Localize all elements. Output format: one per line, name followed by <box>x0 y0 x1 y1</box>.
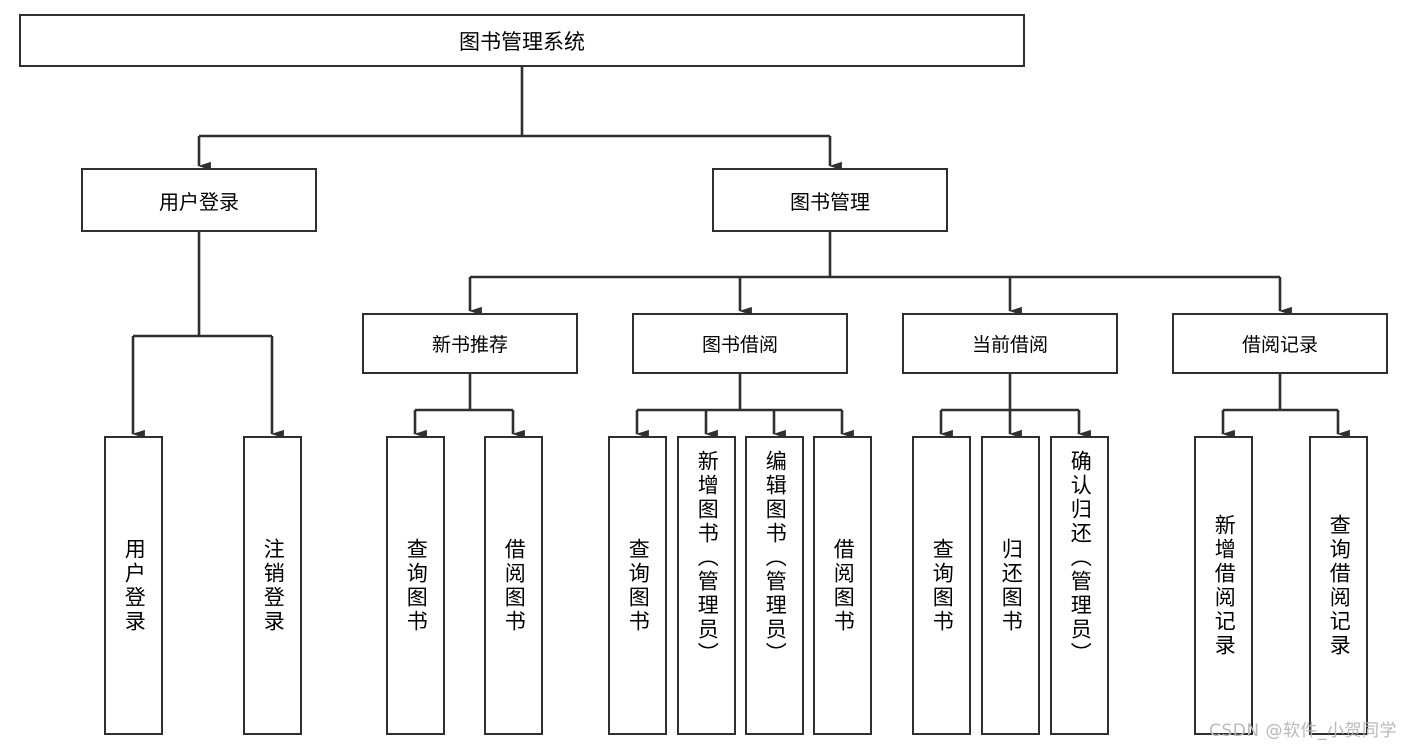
node-label: 借阅图书 <box>831 537 856 634</box>
node-label: 新增图书（管理员） <box>695 450 720 666</box>
leaf-current-return-book[interactable]: 归还图书 <box>981 436 1040 735</box>
leaf-record-add-record[interactable]: 新增借阅记录 <box>1194 436 1253 735</box>
node-label: 用户登录 <box>122 537 147 634</box>
leaf-current-query-book[interactable]: 查询图书 <box>912 436 971 735</box>
node-book-borrow[interactable]: 图书借阅 <box>632 313 848 374</box>
node-user-login[interactable]: 用户登录 <box>81 168 317 232</box>
leaf-borrow-edit-book-admin[interactable]: 编辑图书（管理员） <box>745 436 804 735</box>
node-label: 当前借阅 <box>971 334 1048 356</box>
node-label: 新增借阅记录 <box>1212 513 1237 658</box>
node-label: 注销登录 <box>261 537 286 634</box>
node-new-book-recommend[interactable]: 新书推荐 <box>362 313 578 374</box>
leaf-user-login-login[interactable]: 用户登录 <box>104 436 163 735</box>
node-root-system[interactable]: 图书管理系统 <box>19 14 1025 67</box>
leaf-borrow-query-book[interactable]: 查询图书 <box>608 436 667 735</box>
leaf-borrow-add-book-admin[interactable]: 新增图书（管理员） <box>677 436 736 735</box>
node-label: 用户登录 <box>159 189 239 214</box>
leaf-recommend-query-book[interactable]: 查询图书 <box>386 436 445 735</box>
node-label: 图书管理 <box>790 189 870 214</box>
leaf-borrow-borrow-book[interactable]: 借阅图书 <box>813 436 872 735</box>
node-label: 图书借阅 <box>701 334 778 356</box>
node-label: 查询图书 <box>626 537 651 634</box>
node-label: 新书推荐 <box>431 334 508 356</box>
node-label: 查询借阅记录 <box>1327 513 1352 658</box>
leaf-current-confirm-return-admin[interactable]: 确认归还（管理员） <box>1050 436 1109 735</box>
watermark-text: CSDN @软件_小贺同学 <box>1209 721 1397 741</box>
node-label: 确认归还（管理员） <box>1068 450 1093 666</box>
node-label: 查询图书 <box>404 537 429 634</box>
leaf-recommend-borrow-book[interactable]: 借阅图书 <box>484 436 543 735</box>
node-book-management[interactable]: 图书管理 <box>712 168 948 232</box>
leaf-record-query-record[interactable]: 查询借阅记录 <box>1309 436 1368 735</box>
node-label: 查询图书 <box>930 537 955 634</box>
node-label: 借阅记录 <box>1241 334 1318 356</box>
node-label: 借阅图书 <box>502 537 527 634</box>
node-label: 图书管理系统 <box>459 29 585 54</box>
node-borrow-record[interactable]: 借阅记录 <box>1172 313 1388 374</box>
node-label: 编辑图书（管理员） <box>763 450 788 666</box>
node-current-borrow[interactable]: 当前借阅 <box>902 313 1118 374</box>
leaf-user-login-logout[interactable]: 注销登录 <box>243 436 302 735</box>
node-label: 归还图书 <box>999 537 1024 634</box>
